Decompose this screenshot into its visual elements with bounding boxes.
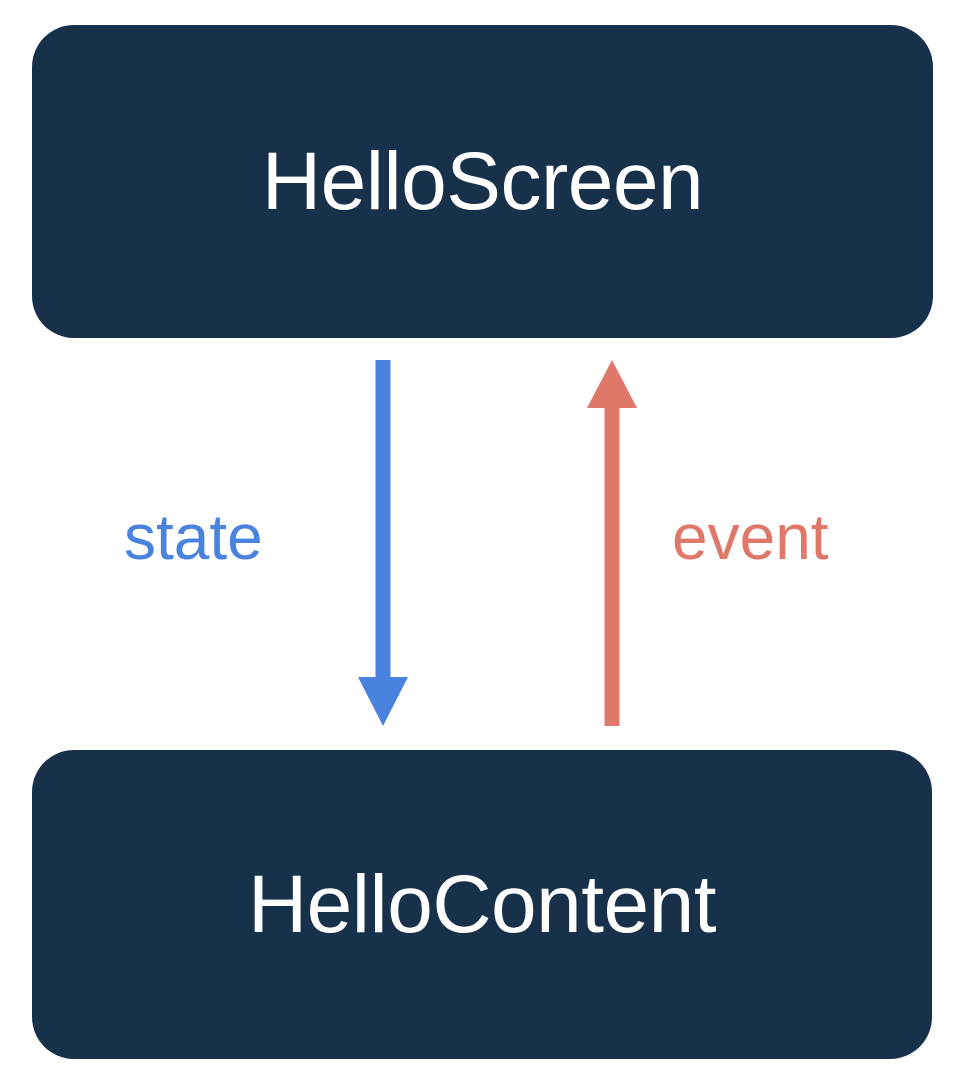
edge-event-arrowhead [587,360,637,408]
edge-event-shaft [604,407,620,726]
node-hello-screen-label: HelloScreen [261,135,704,227]
edge-state-shaft [375,360,391,678]
edge-event-arrow [587,360,637,726]
node-hello-content-label: HelloContent [247,858,717,950]
edge-label-state: state [124,501,263,573]
edge-state-arrowhead [358,677,408,726]
edge-state-arrow [358,360,408,726]
node-hello-screen[interactable]: HelloScreen [32,25,933,338]
edge-label-event: event [672,501,829,573]
node-hello-content[interactable]: HelloContent [32,750,932,1059]
